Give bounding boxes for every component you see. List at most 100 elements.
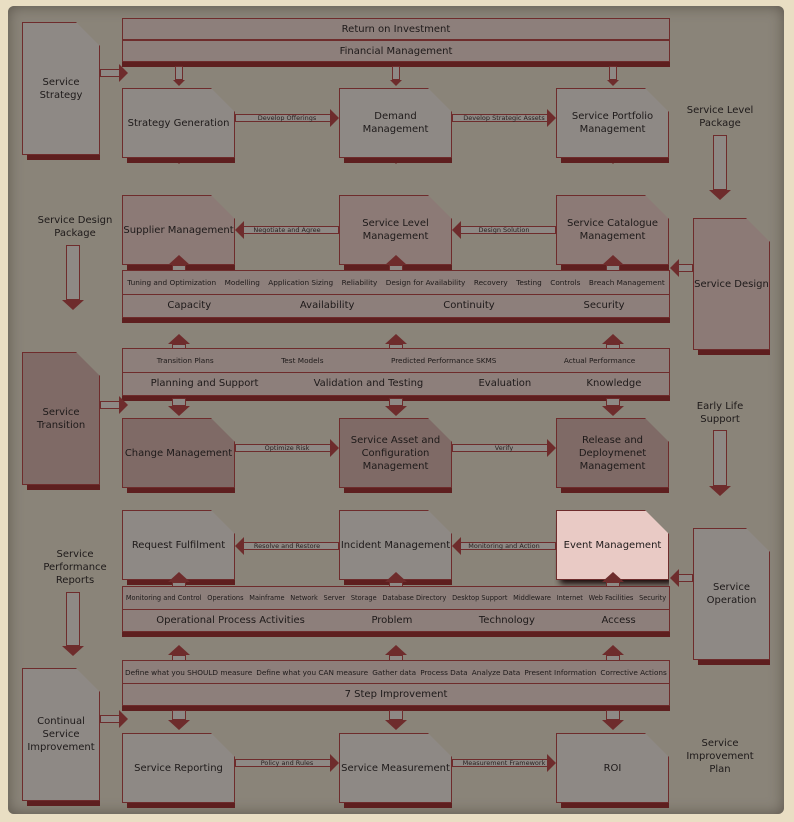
output-label: Service Improvement Plan (686, 738, 754, 775)
area-item: Technology (478, 614, 535, 626)
continual-service-improvement-box[interactable]: Continual Service Improvement (22, 668, 100, 801)
request-fulfilment-box[interactable]: Request Fulfilment (122, 510, 235, 580)
arrow-head-icon (709, 486, 731, 496)
box-label: Service Reporting (134, 762, 223, 774)
arrow-head-icon (168, 406, 190, 416)
arrow-shaft (100, 401, 120, 409)
activity-item: Internet (556, 594, 583, 602)
connector-arrow: Develop Strategic Assets (452, 109, 556, 127)
area-item: Capacity (167, 300, 212, 311)
arrow-head-icon (385, 645, 407, 655)
arrow-head-icon (602, 645, 624, 655)
service-reporting-box[interactable]: Service Reporting (122, 733, 235, 803)
box-label: Request Fulfilment (131, 539, 226, 551)
down-arrow-icon (390, 66, 402, 86)
activity-item: Modelling (224, 278, 260, 287)
arrow-head-icon (168, 255, 190, 265)
connector-arrow: Develop Offerings (235, 109, 339, 127)
financial-band: Financial Management (122, 40, 670, 62)
arrow-head-icon (168, 572, 190, 582)
connector-arrow: Resolve and Restore (235, 537, 339, 555)
arrow-shaft (389, 710, 403, 720)
arrow-head-icon (330, 439, 339, 457)
arrow-head-icon (173, 80, 185, 86)
box-label: Supplier Management (123, 224, 234, 236)
connector-label: Negotiate and Agree (253, 226, 321, 234)
activity-item: Middleware (513, 594, 551, 602)
arrow-shaft (609, 66, 617, 80)
service-portfolio-management-box[interactable]: Service Portfolio Management (556, 88, 669, 158)
activity-item: Predicted Performance SKMS (390, 356, 497, 365)
strategy-generation-box[interactable]: Strategy Generation (122, 88, 235, 158)
connector-arrow (100, 710, 128, 728)
demand-management-box[interactable]: Demand Management (339, 88, 452, 158)
arrow-head-icon (119, 64, 128, 82)
area-item: Security (583, 300, 625, 311)
connector-label: Develop Offerings (257, 114, 317, 122)
activity-item: Mainframe (249, 594, 285, 602)
activity-item: Application Sizing (268, 278, 334, 287)
box-label: ROI (603, 762, 622, 774)
service-measurement-box[interactable]: Service Measurement (339, 733, 452, 803)
connector-arrow: Verify (452, 439, 556, 457)
area-item: Knowledge (586, 378, 642, 389)
service-asset-and-configuration-management-box[interactable]: Service Asset and Configuration Manageme… (339, 418, 452, 488)
release-and-deploymenet-management-box[interactable]: Release and Deploymenet Management (556, 418, 669, 488)
box-label: Release and Deploymenet Management (578, 434, 647, 472)
down-arrow-icon (602, 398, 624, 416)
arrow-head-icon (330, 109, 339, 127)
box-label: Service Operation (706, 582, 757, 606)
change-management-box[interactable]: Change Management (122, 418, 235, 488)
area-row: 7 Step Improvement (123, 683, 669, 705)
service-improvement-plan-label: Service Improvement Plan (680, 737, 760, 776)
early-life-support-label: Early Life Support (680, 400, 760, 426)
service-level-management-box[interactable]: Service Level Management (339, 195, 452, 265)
box-label: Service Catalogue Management (566, 218, 659, 242)
box-label: Strategy Generation (127, 117, 230, 129)
activity-item: Database Directory (382, 594, 447, 602)
service-design-box[interactable]: Service Design (693, 218, 770, 350)
activity-item: Present Information (524, 667, 597, 677)
financial-band: Return on Investment (122, 18, 670, 40)
arrow-shaft (606, 398, 620, 406)
arrow-head-icon (385, 255, 407, 265)
box-label: Service Measurement (341, 762, 450, 774)
arrow-head-icon (452, 221, 461, 239)
connector-arrow (670, 259, 693, 277)
service-level-package-label: Service Level Package (680, 104, 760, 130)
connector-arrow: Optimize Risk (235, 439, 339, 457)
activity-item: Analyze Data (471, 667, 521, 677)
roi-box[interactable]: ROI (556, 733, 669, 803)
activity-item: Security (639, 594, 667, 602)
service-transition-box[interactable]: Service Transition (22, 352, 100, 485)
connector-arrow: Monitoring and Action (452, 537, 556, 555)
arrow-shaft (66, 245, 80, 300)
arrow-head-icon (602, 720, 624, 730)
arrow-head-icon (385, 406, 407, 416)
up-arrow-icon (385, 255, 407, 271)
incident-management-box[interactable]: Incident Management (339, 510, 452, 580)
supplier-management-box[interactable]: Supplier Management (122, 195, 235, 265)
activity-item: Corrective Actions (600, 667, 667, 677)
activity-item: Reliability (341, 278, 378, 287)
area-item: Availability (299, 300, 355, 311)
arrow-shaft (678, 264, 693, 272)
arrow-shaft (100, 69, 120, 77)
activity-item: Monitoring and Control (125, 594, 202, 602)
connector-arrow: Policy and Rules (235, 754, 339, 772)
area-item: Access (601, 614, 636, 626)
area-item: Validation and Testing (313, 378, 424, 389)
event-management-box[interactable]: Event Management (556, 510, 669, 580)
service-operation-box[interactable]: Service Operation (693, 528, 770, 660)
box-label: Service Portfolio Management (571, 111, 654, 135)
box-label: Demand Management (362, 111, 429, 135)
output-label: Service Level Package (686, 105, 754, 129)
activity-item: Define what you SHOULD measure (125, 667, 253, 677)
connector-arrow: Negotiate and Agree (235, 221, 339, 239)
service-strategy-box[interactable]: Service Strategy (22, 22, 100, 155)
connector-label: Measurement Framework (462, 759, 546, 767)
